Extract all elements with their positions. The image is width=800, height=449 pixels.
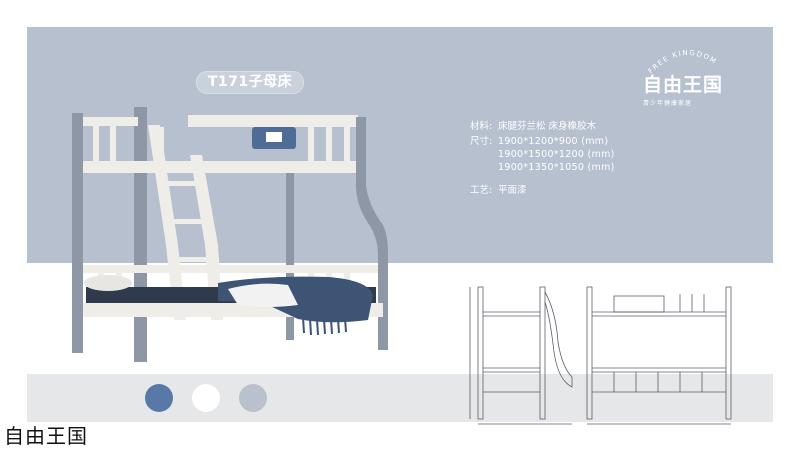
spec-craft-label: 工艺: bbox=[470, 185, 493, 196]
spec-material: 材料: 床腿芬兰松 床身橡胶木 bbox=[470, 120, 615, 133]
side-view-drawing bbox=[469, 286, 573, 425]
logo-arc-text: FREE KINGDOM bbox=[647, 49, 717, 75]
color-swatch-blue[interactable] bbox=[145, 384, 173, 412]
front-view-drawing bbox=[586, 286, 732, 425]
spec-craft: 工艺: 平面漆 bbox=[470, 184, 615, 197]
brand-caption: 自由王国 bbox=[4, 424, 88, 448]
logo-slogan: 青少年健康家居 bbox=[643, 100, 693, 107]
spec-material-value: 床腿芬兰松 床身橡胶木 bbox=[498, 121, 597, 132]
bunk-bed-illustration bbox=[72, 107, 388, 362]
spec-size: 尺寸: 1900*1200*900 (mm) 1900*1500*1200 (m… bbox=[470, 135, 615, 174]
spec-material-label: 材料: bbox=[470, 121, 493, 132]
spec-list: 材料: 床腿芬兰松 床身橡胶木 尺寸: 1900*1200*900 (mm) 1… bbox=[470, 120, 615, 199]
brand-logo: FREE KINGDOM 自由王国 青少年健康家居 bbox=[637, 42, 737, 112]
color-swatch-white[interactable] bbox=[192, 384, 220, 412]
color-swatch-gray[interactable] bbox=[239, 384, 267, 412]
spec-size-value: 1900*1200*900 (mm) bbox=[498, 136, 609, 147]
logo-text: 自由王国 bbox=[643, 74, 724, 96]
spec-craft-value: 平面漆 bbox=[498, 185, 527, 196]
spec-size-value: 1900*1500*1200 (mm) bbox=[498, 149, 615, 160]
product-title: T171子母床 bbox=[196, 71, 304, 94]
spec-size-label: 尺寸: bbox=[470, 136, 493, 147]
spec-size-value: 1900*1350*1050 (mm) bbox=[498, 162, 615, 173]
